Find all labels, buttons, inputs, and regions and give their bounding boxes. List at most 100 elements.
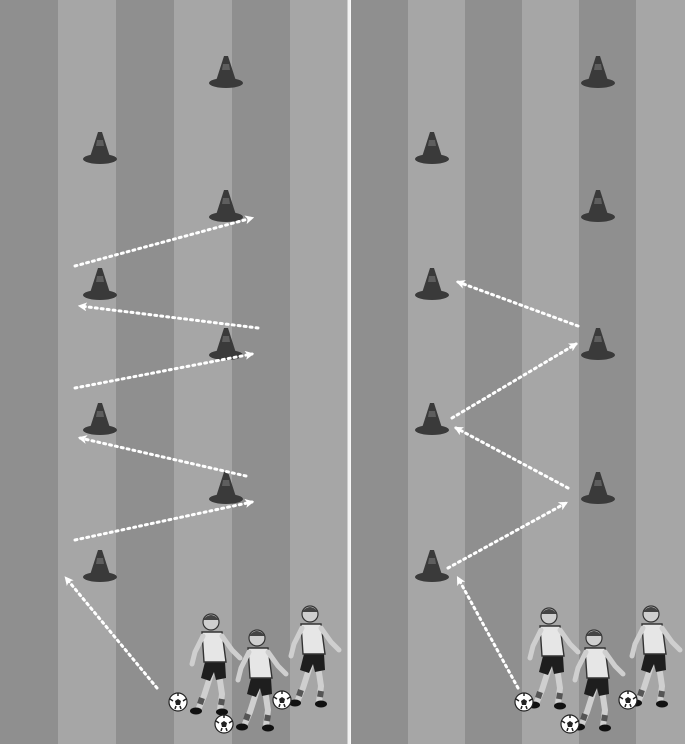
cone-stripe <box>96 558 104 564</box>
player-hair <box>302 607 318 612</box>
player-arm <box>629 625 646 659</box>
dribble-arrow <box>450 342 578 420</box>
player-shoe <box>262 724 274 732</box>
player-sock <box>580 713 588 721</box>
player-hair <box>541 609 557 614</box>
cone-stripe <box>96 140 104 146</box>
dribble-arrow <box>73 215 255 268</box>
player-hair <box>586 631 602 636</box>
player-shorts <box>584 678 609 697</box>
soccer-ball <box>214 714 234 734</box>
player-leg <box>578 687 597 729</box>
player-arm <box>219 633 243 661</box>
pitch-stripe <box>351 0 408 744</box>
left-drill-panel <box>64 56 342 734</box>
player-shirt <box>584 647 610 679</box>
player-sock <box>556 692 563 700</box>
player-hair <box>249 631 265 636</box>
player-sock <box>197 697 205 705</box>
ball-seams <box>619 691 637 708</box>
player-sock <box>264 714 271 722</box>
player-leg <box>195 671 214 713</box>
player-shorts <box>539 656 564 675</box>
cone <box>415 132 449 164</box>
pitch-stripe <box>408 0 465 744</box>
player-shirt <box>247 647 273 679</box>
dribble-arrow <box>456 576 520 690</box>
player-shoe <box>216 708 228 716</box>
cone-stripe <box>428 558 436 564</box>
cone <box>83 403 117 435</box>
player-leg <box>635 663 654 705</box>
cone-stripe <box>96 276 104 282</box>
cone <box>581 328 615 360</box>
player-shirt <box>539 625 565 657</box>
cone <box>415 268 449 300</box>
dribble-arrow <box>454 426 570 490</box>
cone-stripe <box>594 198 602 204</box>
player-shorts <box>641 654 666 673</box>
soccer-ball <box>272 690 292 710</box>
pitch-stripe <box>290 0 348 744</box>
player-shorts <box>201 662 226 681</box>
ball-patch <box>625 697 631 703</box>
soccer-ball <box>168 692 188 712</box>
player-arm <box>265 649 289 677</box>
player <box>288 605 342 708</box>
ball-patch <box>175 699 181 705</box>
player-arm <box>527 627 544 661</box>
player-leg <box>533 665 552 707</box>
player-arm <box>602 649 626 677</box>
player-arm <box>235 649 252 683</box>
ball-seams <box>561 715 579 732</box>
player-arm <box>659 625 683 653</box>
ball-patch <box>567 721 573 727</box>
ball-patch <box>279 697 285 703</box>
player-shoe <box>315 700 327 708</box>
player-shoe <box>656 700 668 708</box>
cone <box>83 132 117 164</box>
player-arm <box>572 649 589 683</box>
player-sock <box>637 689 645 697</box>
player-arm <box>557 627 581 655</box>
player-arm <box>189 633 206 667</box>
cone-stripe <box>428 276 436 282</box>
player-sock <box>218 698 225 706</box>
cone-stripe <box>222 336 230 342</box>
dribble-arrow <box>77 302 260 330</box>
dribble-arrow <box>455 280 580 328</box>
player-shoe <box>554 702 566 710</box>
dribble-arrow <box>446 501 568 570</box>
player-shoe <box>236 723 248 731</box>
cone <box>83 268 117 300</box>
cone <box>415 403 449 435</box>
cone-stripe <box>96 411 104 417</box>
soccer-ball <box>560 714 580 734</box>
player-sock <box>296 689 304 697</box>
cone-stripe <box>222 480 230 486</box>
cone-stripe <box>594 336 602 342</box>
cone <box>209 472 243 504</box>
player-shoe <box>599 724 611 732</box>
player <box>235 629 289 732</box>
cone <box>209 190 243 222</box>
cone <box>581 190 615 222</box>
pitch-stripe <box>465 0 522 744</box>
player-sock <box>317 690 324 698</box>
ball-seams <box>215 715 233 732</box>
cone <box>581 56 615 88</box>
ball-patch <box>221 721 227 727</box>
ball-patch <box>521 699 527 705</box>
soccer-ball <box>618 690 638 710</box>
player <box>189 613 243 716</box>
player-shoe <box>289 699 301 707</box>
player-arm <box>288 625 305 659</box>
player-shoe <box>190 707 202 715</box>
player-shorts <box>300 654 325 673</box>
ball-seams <box>273 691 291 708</box>
cone-stripe <box>594 64 602 70</box>
ball-seams <box>515 693 533 710</box>
